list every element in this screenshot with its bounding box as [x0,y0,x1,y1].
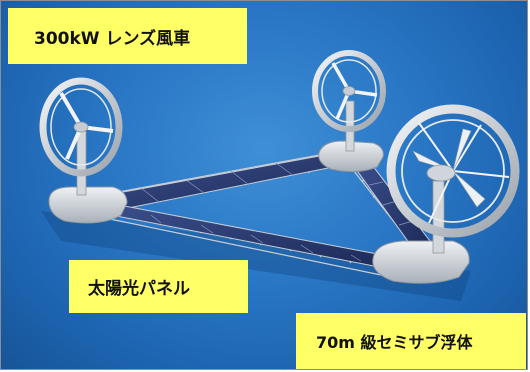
float-top [318,140,384,173]
label-wind-turbine: 300kW レンズ風車 [8,8,247,64]
float-right [372,240,470,284]
solar-panel-arm-left [94,152,355,212]
water-reflection [41,211,471,301]
wind-turbine-left [39,77,123,196]
wind-turbine-top [312,50,386,152]
float-left [48,186,128,224]
label-floating-body: 70m 級セミサブ浮体 [296,313,526,369]
label-solar-panel: 太陽光パネル [69,260,248,313]
wind-turbine-right [386,104,520,254]
